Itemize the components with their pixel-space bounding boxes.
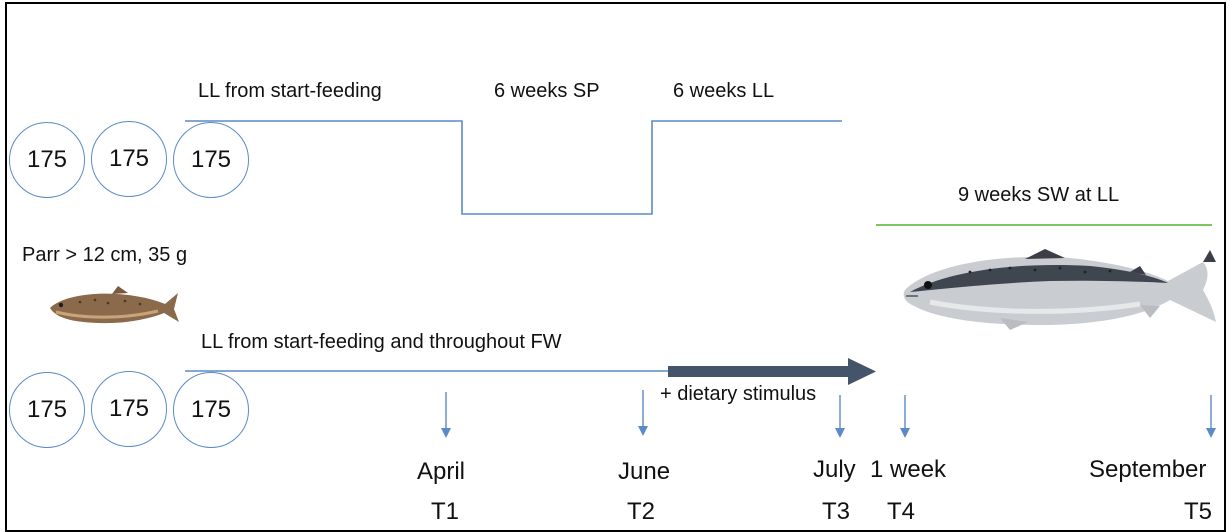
bottom-group-tank-3: 175 xyxy=(173,372,249,448)
timepoint-month-t5: September xyxy=(1089,456,1207,483)
bottom-group-tank-1: 175 xyxy=(9,372,85,448)
timepoint-code-t3: T3 xyxy=(822,498,851,525)
photoperiod-sp-line xyxy=(185,120,842,215)
timepoint-code-t2: T2 xyxy=(627,498,656,525)
parr-size-label: Parr > 12 cm, 35 g xyxy=(22,244,188,266)
timepoint-month-t1: April xyxy=(417,458,466,485)
timepoint-code-t4: T4 xyxy=(887,498,916,525)
ll-throughout-fw-label: LL from start-feeding and throughout FW xyxy=(201,331,562,353)
sample-arrow-t5 xyxy=(1206,395,1216,438)
sample-arrow-t3 xyxy=(835,395,845,438)
salmon-image xyxy=(903,249,1216,330)
top-group-tank-3: 175 xyxy=(173,122,249,198)
timepoint-code-t1: T1 xyxy=(431,498,460,525)
timepoint-month-t4: 1 week xyxy=(870,456,947,483)
ll-start-feeding-label: LL from start-feeding xyxy=(198,80,382,102)
parr-fish-image xyxy=(50,286,179,324)
dietary-stimulus-label: + dietary stimulus xyxy=(660,383,817,405)
ll-6-weeks-label: 6 weeks LL xyxy=(673,80,775,102)
top-group-tank-2: 175 xyxy=(91,121,167,197)
seawater-9-weeks-label: 9 weeks SW at LL xyxy=(958,184,1120,206)
sample-arrow-t4 xyxy=(900,395,910,438)
bottom-group-tank-2: 175 xyxy=(91,371,167,447)
timepoint-code-t5: T5 xyxy=(1184,498,1213,525)
top-group-tank-1: 175 xyxy=(9,122,85,198)
sample-arrow-t1 xyxy=(441,392,451,438)
dietary-stimulus-arrow xyxy=(668,358,876,385)
timepoint-month-t3: July xyxy=(813,456,856,483)
timepoint-month-t2: June xyxy=(618,458,671,485)
sp-6-weeks-label: 6 weeks SP xyxy=(494,80,600,102)
sample-arrow-t2 xyxy=(638,390,648,436)
